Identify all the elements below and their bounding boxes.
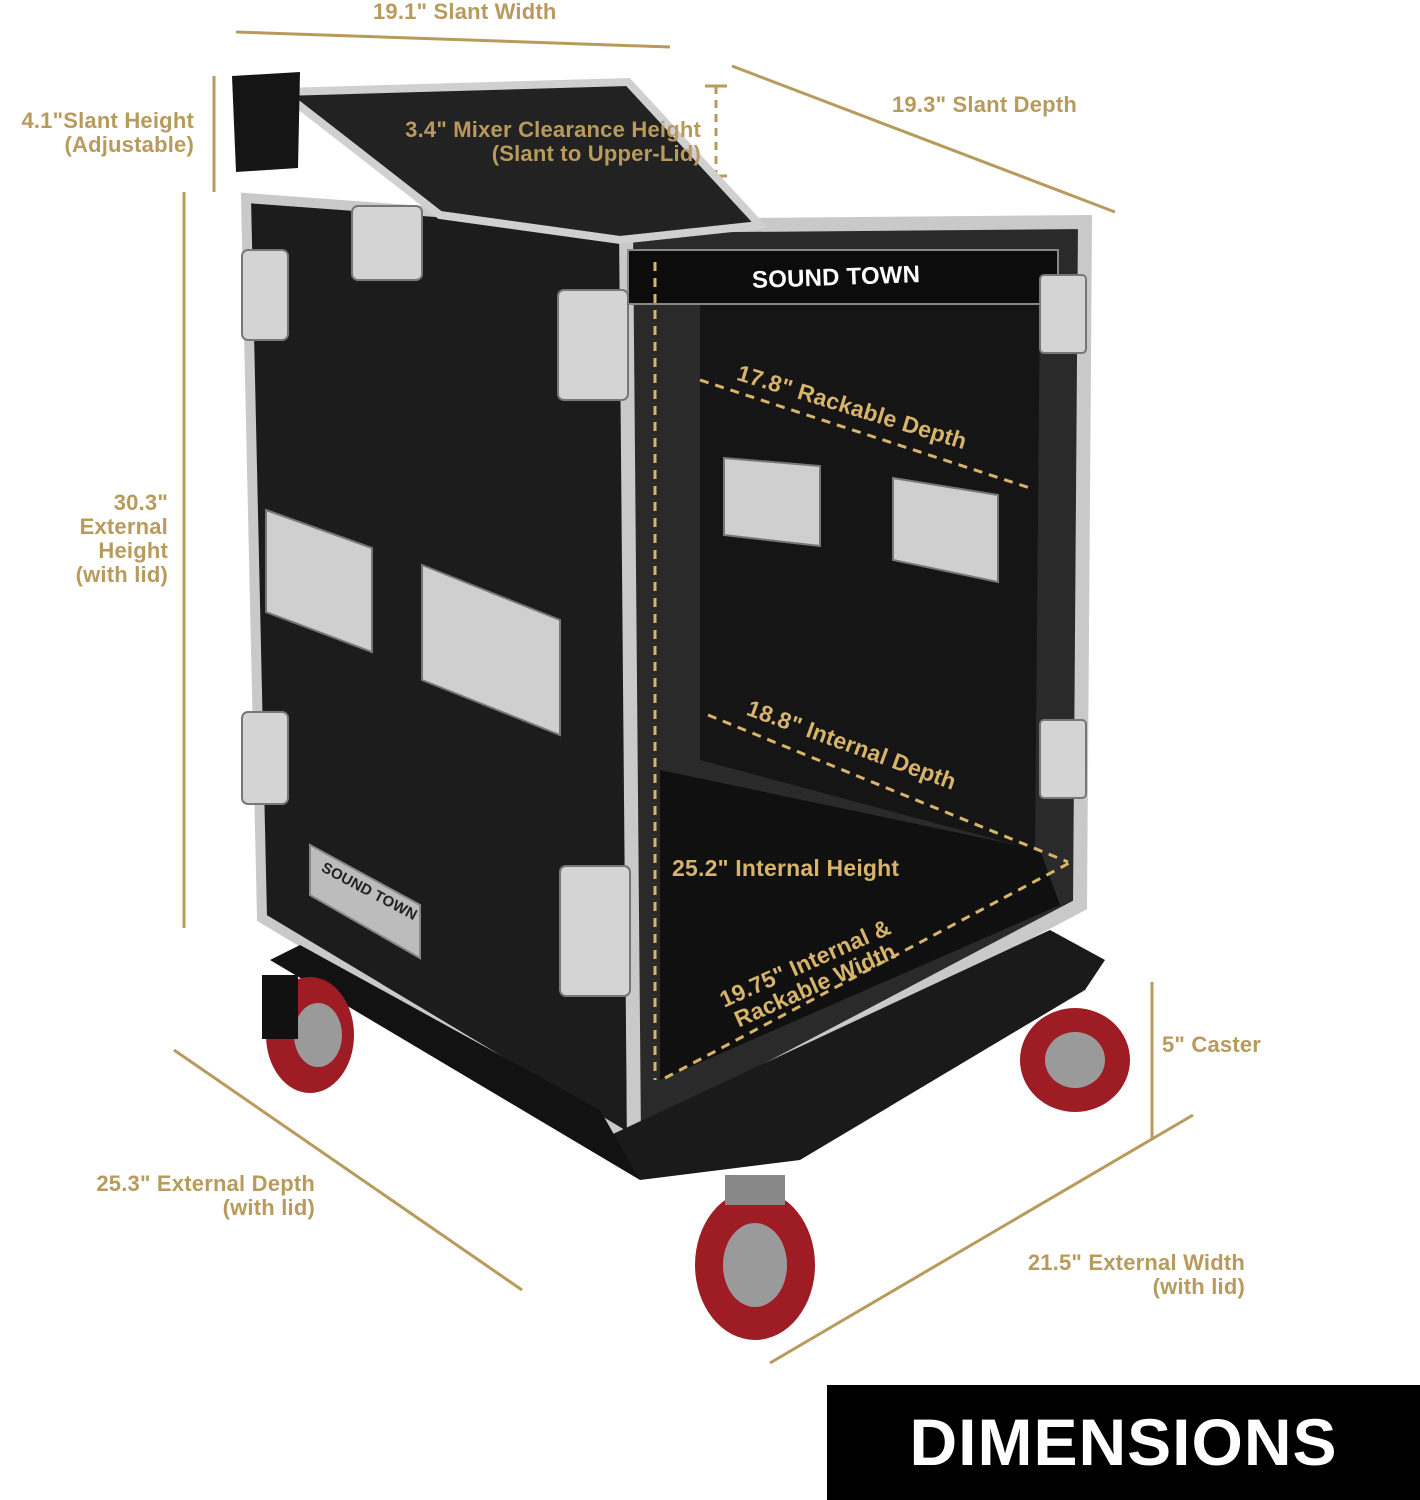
measurement-lines — [173, 30, 1194, 1365]
case-base — [600, 930, 1105, 1180]
side-handles — [265, 456, 999, 737]
external-height-line-3: Height — [98, 538, 168, 563]
internal-height-label: 25.2" Internal Height — [672, 855, 900, 881]
casters — [262, 975, 1130, 1340]
slant-depth-label: 19.3" Slant Depth — [892, 92, 1077, 117]
slant-depth-line — [731, 64, 1116, 214]
side-logo-plate — [309, 843, 421, 960]
dimensions-banner: DIMENSIONS — [827, 1385, 1420, 1500]
external-width-label: 21.5" External Width (with lid) — [960, 1251, 1245, 1299]
mixer-clearance-label: 3.4" Mixer Clearance Height (Slant to Up… — [385, 118, 701, 166]
external-width-line-2: (with lid) — [1152, 1274, 1245, 1299]
slant-height-line-2: (Adjustable) — [64, 132, 194, 157]
external-height-line-2: External — [79, 514, 168, 539]
external-width-line — [769, 1113, 1194, 1365]
latches — [241, 205, 1087, 997]
external-depth-label: 25.3" External Depth (with lid) — [40, 1172, 315, 1220]
external-height-label: 30.3" External Height (with lid) — [40, 491, 168, 587]
slant-width-label: 19.1" Slant Width — [373, 0, 557, 24]
internal-guides — [653, 262, 1076, 1080]
external-depth-line — [173, 1048, 523, 1292]
external-height-line-4: (with lid) — [75, 562, 168, 587]
caster-label: 5" Caster — [1162, 1032, 1262, 1057]
external-height-line-1: 30.3" — [113, 490, 168, 515]
slant-lid — [270, 77, 769, 245]
slant-height-label: 4.1"Slant Height (Adjustable) — [0, 109, 194, 157]
slant-height-line-1: 4.1"Slant Height — [21, 108, 194, 133]
mixer-clearance-line-2: (Slant to Upper-Lid) — [491, 141, 701, 166]
mixer-clearance-line-1: 3.4" Mixer Clearance Height — [405, 117, 701, 142]
external-width-line-1: 21.5" External Width — [1027, 1250, 1245, 1275]
front-brand-logo: SOUND TOWN — [751, 261, 921, 294]
slant-width-line — [235, 30, 671, 49]
external-depth-line-2: (with lid) — [222, 1195, 315, 1220]
rack-floor — [660, 770, 1060, 1080]
external-depth-line-1: 25.3" External Depth — [96, 1171, 315, 1196]
rack-back-panel — [700, 290, 1040, 850]
